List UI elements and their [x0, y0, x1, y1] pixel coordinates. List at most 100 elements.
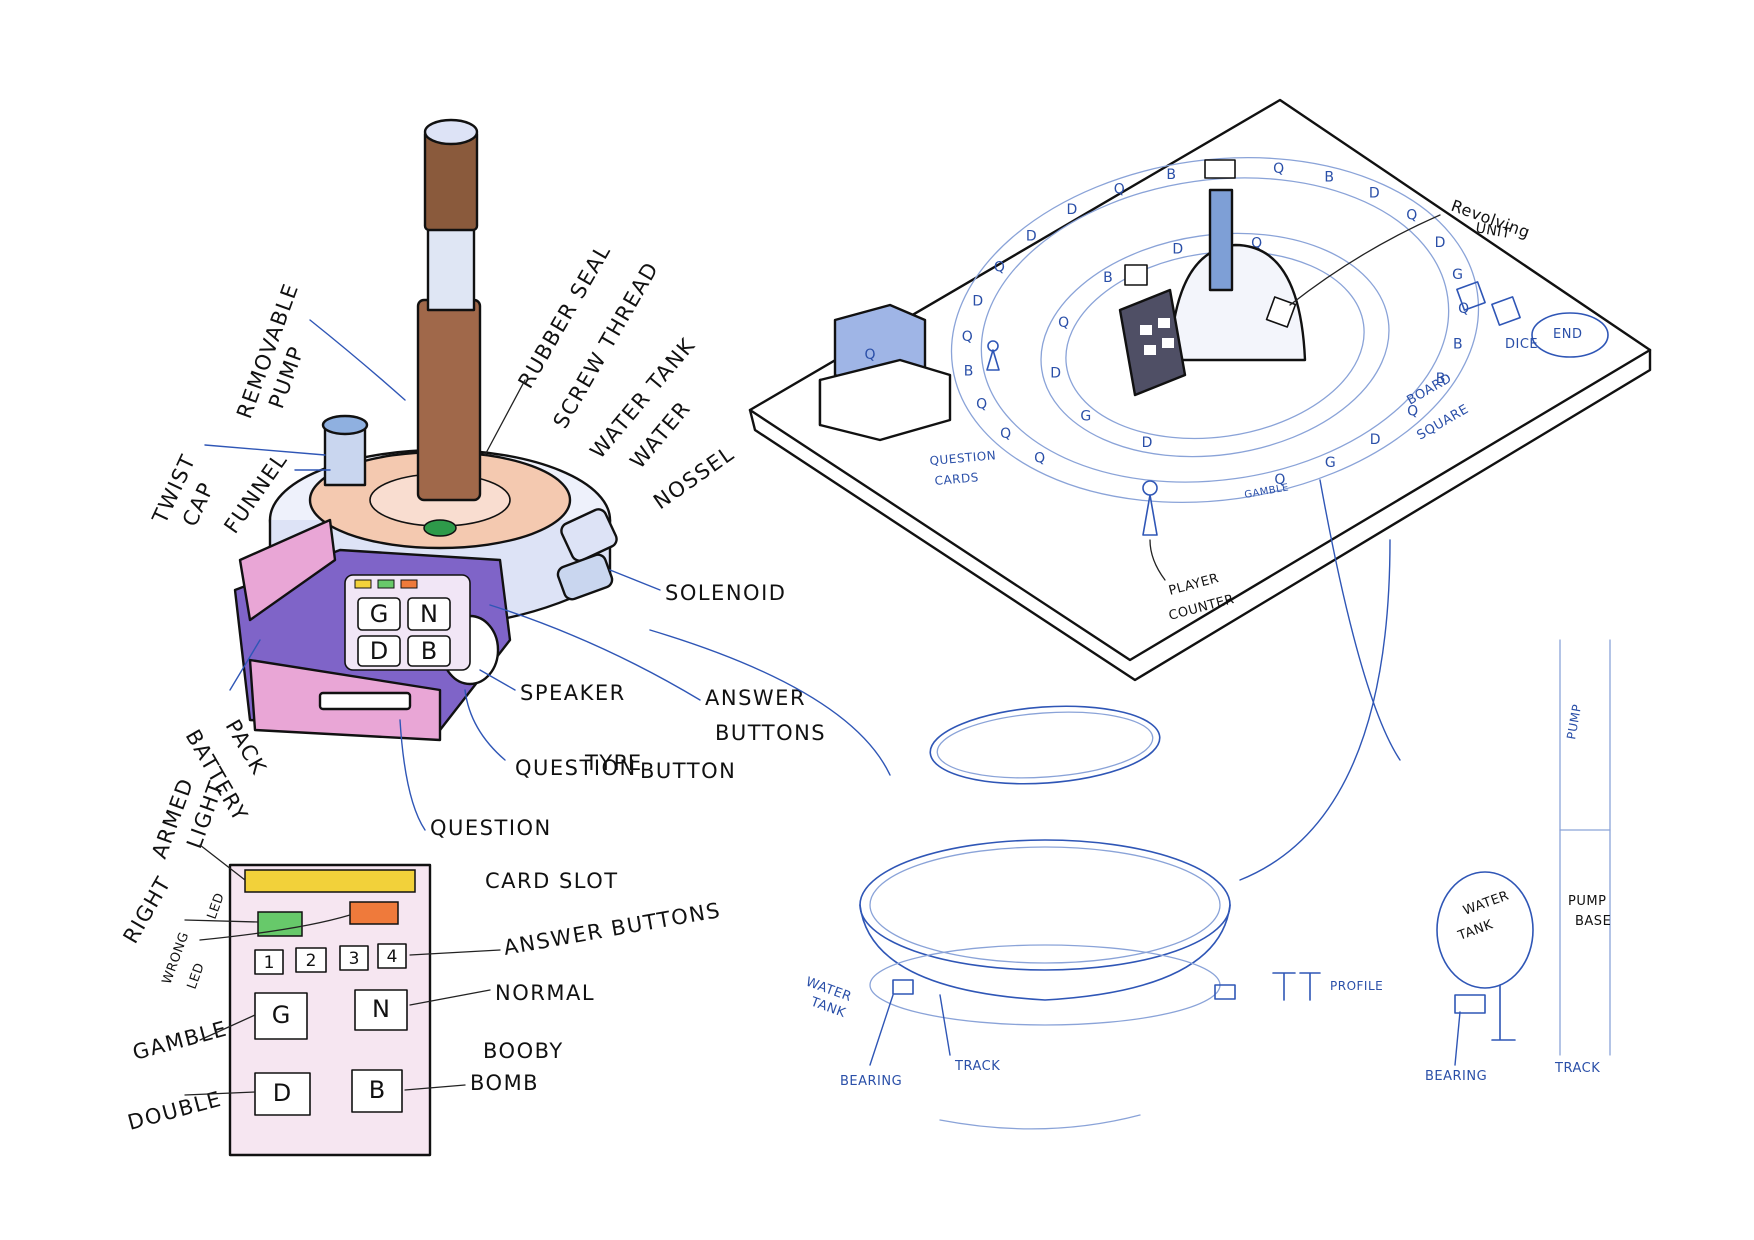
- label-question-type: QUESTION: [515, 756, 637, 780]
- svg-text:N: N: [372, 995, 390, 1023]
- board-square: D: [1067, 202, 1078, 218]
- svg-text:D: D: [273, 1079, 291, 1107]
- label-profile: PROFILE: [1330, 979, 1383, 993]
- wrong-led: [349, 901, 399, 925]
- device-button-d[interactable]: D: [357, 635, 401, 667]
- board-square: Q: [1000, 426, 1011, 442]
- board-square: B: [1166, 167, 1176, 183]
- label-speaker: SPEAKER: [520, 681, 626, 705]
- panel-button-booby-bomb[interactable]: B: [351, 1069, 403, 1113]
- pump-sleeve: [426, 218, 476, 312]
- panel-button-2[interactable]: 2: [295, 947, 327, 973]
- board-square: Q: [1251, 235, 1262, 251]
- label-wrong-led: LED: [185, 961, 208, 991]
- label-pump-base-1: PUMP: [1568, 894, 1606, 909]
- solenoid: [556, 553, 614, 601]
- board-square: D: [1026, 229, 1037, 245]
- svg-text:D: D: [370, 637, 388, 665]
- label-question: QUESTION: [430, 816, 552, 840]
- label-cards: CARDS: [934, 470, 979, 488]
- label-answer: ANSWER: [705, 686, 806, 710]
- board-square: Q: [962, 329, 973, 345]
- panel-button-normal[interactable]: N: [354, 989, 408, 1031]
- board-pump: [1208, 188, 1234, 292]
- label-booby: BOOBY: [483, 1039, 564, 1063]
- board-square: Q: [1058, 315, 1069, 331]
- label-side-tank: TANK: [1455, 917, 1495, 944]
- label-side-bearing: BEARING: [1425, 1069, 1487, 1084]
- svg-text:B: B: [369, 1076, 385, 1104]
- armed-light: [244, 869, 416, 893]
- label-side-water: WATER: [1461, 888, 1511, 918]
- board-square: G: [1080, 409, 1091, 425]
- bearing-track-sketch: [649, 479, 1611, 1130]
- svg-text:2: 2: [306, 951, 317, 971]
- svg-text:1: 1: [264, 953, 275, 973]
- label-pump: PUMP: [1564, 703, 1584, 740]
- label-dice: DICE: [1505, 337, 1538, 352]
- outer-ring-squares: QQQBQDQDDQBQQBDQDGQBBQDGQ: [962, 160, 1469, 488]
- board-square: D: [1369, 185, 1380, 201]
- label-button: BUTTON: [640, 759, 736, 783]
- label-type: TYPE: [584, 751, 643, 775]
- board-square: D: [1435, 235, 1446, 251]
- label-bearing: BEARING: [840, 1074, 902, 1089]
- label-bomb: BOMB: [470, 1071, 539, 1095]
- label-buttons: BUTTONS: [715, 721, 826, 745]
- board-square: Q: [1273, 161, 1284, 177]
- board-square: D: [1370, 432, 1381, 448]
- board-square: Q: [1406, 208, 1417, 224]
- label-answer-buttons: ANSWER BUTTONS: [502, 898, 723, 960]
- water-tank-side: [1436, 871, 1534, 989]
- control-panel: 1 2 3 4 G N D B: [228, 863, 432, 1157]
- board-square: B: [1103, 270, 1113, 286]
- board-square: D: [1050, 365, 1061, 381]
- question-card-slot[interactable]: [318, 691, 412, 711]
- status-indicator-icon: [423, 519, 457, 537]
- panel-button-gamble[interactable]: G: [254, 992, 308, 1040]
- label-nossel: NOSSEL: [649, 441, 739, 514]
- board-square: D: [972, 294, 983, 310]
- label-question-cards: QUESTION: [929, 448, 997, 468]
- handheld-device: G N D B: [233, 118, 618, 742]
- player-counter-icon: [1142, 494, 1158, 536]
- panel-button-1[interactable]: 1: [254, 949, 284, 975]
- svg-text:4: 4: [387, 947, 398, 967]
- board-square: G: [1452, 267, 1463, 283]
- device-button-n[interactable]: N: [407, 597, 451, 631]
- board-square: B: [1436, 371, 1446, 387]
- label-end: END: [1553, 327, 1582, 342]
- label-side-track: TRACK: [1554, 1061, 1600, 1076]
- end-bubble: [1531, 312, 1609, 358]
- label-card-slot: CARD SLOT: [485, 869, 619, 893]
- board-square: G: [1325, 455, 1336, 471]
- label-normal: NORMAL: [495, 981, 595, 1005]
- board-square: Q: [1274, 472, 1285, 488]
- label-unit: UNIT: [1474, 220, 1512, 242]
- dice-icon-2: [1491, 296, 1521, 326]
- board-square: B: [964, 364, 974, 380]
- svg-text:3: 3: [349, 949, 360, 969]
- board-square: Q: [976, 397, 987, 413]
- dice-icon: [1456, 281, 1486, 311]
- panel-button-double[interactable]: D: [254, 1072, 311, 1116]
- label-track: TRACK: [954, 1059, 1000, 1074]
- label-solenoid: SOLENOID: [665, 581, 786, 605]
- device-button-g[interactable]: G: [357, 597, 401, 631]
- pump-lower-column: [416, 298, 482, 502]
- label-pump-base-2: BASE: [1575, 914, 1611, 929]
- panel-button-3[interactable]: 3: [339, 945, 369, 971]
- board-square: B: [1324, 170, 1334, 186]
- board-square: D: [1172, 241, 1183, 257]
- panel-button-4[interactable]: 4: [377, 943, 407, 969]
- revolving-unit: [1168, 243, 1307, 362]
- lower-labels: WATER TANK BEARING TRACK PROFILE PUMP PU…: [804, 703, 1611, 1089]
- svg-text:N: N: [420, 600, 438, 628]
- label-right: RIGHT: [119, 872, 176, 947]
- device-button-b[interactable]: B: [407, 635, 451, 667]
- water-nozzle: [560, 508, 618, 562]
- label-gamble: GAMBLE: [130, 1017, 230, 1065]
